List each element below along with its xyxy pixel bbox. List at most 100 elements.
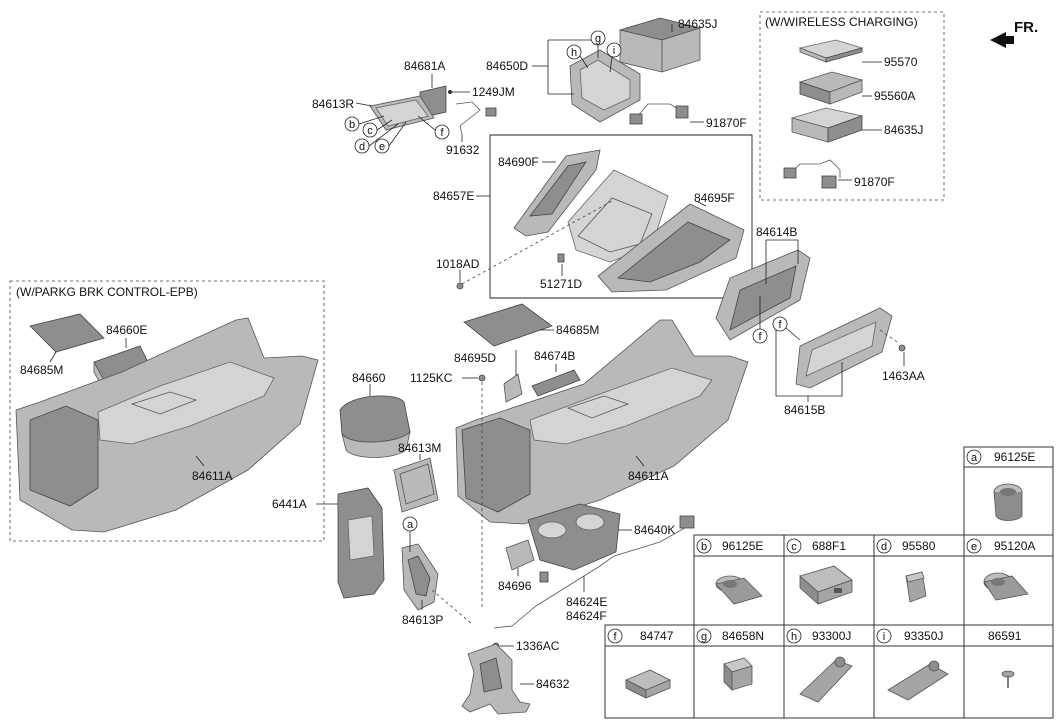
- svg-text:g: g: [595, 33, 601, 45]
- label-84657E: 84657E: [433, 189, 474, 203]
- callout-d: d: [354, 138, 370, 154]
- legend-cell-e: e 95120A: [966, 538, 1035, 554]
- console-mat-part: [463, 303, 553, 347]
- socket-95120A-icon: [983, 572, 1029, 601]
- label-84613P: 84613P: [402, 613, 443, 627]
- label-84613M: 84613M: [398, 441, 441, 455]
- label-91632: 91632: [446, 143, 480, 157]
- screw-1463AA-part: [898, 344, 906, 352]
- legend-part-e: 95120A: [994, 539, 1035, 553]
- callout-h: h: [566, 44, 582, 60]
- charger-harness-part: [791, 159, 841, 178]
- legend-cell-86591: 86591: [988, 629, 1022, 643]
- legend-cell-h: h 93300J: [786, 628, 851, 644]
- legend-cell-i: i 93350J: [876, 628, 943, 644]
- callout-c: c: [362, 122, 378, 138]
- legend-cell-b: b 96125E: [696, 538, 763, 554]
- wireless-charging-title: (W/WIRELESS CHARGING): [765, 15, 918, 29]
- socket-96125E-b-icon: [715, 575, 763, 605]
- label-51271D: 51271D: [540, 277, 582, 291]
- jack-95580-icon: [905, 571, 927, 603]
- svg-text:c: c: [791, 541, 797, 553]
- legend-part-b: 96125E: [722, 539, 763, 553]
- socket-96125E-a-icon: [993, 483, 1023, 521]
- svg-text:g: g: [701, 631, 707, 643]
- label-1018AD: 1018AD: [436, 257, 480, 271]
- trim-84696-part: [505, 539, 535, 571]
- harness-top-part: [635, 103, 681, 119]
- label-84695D: 84695D: [454, 351, 496, 365]
- fastener-86591-icon: [1001, 670, 1015, 688]
- label-84660: 84660: [352, 371, 386, 385]
- svg-text:h: h: [791, 631, 797, 643]
- svg-text:c: c: [367, 125, 373, 137]
- svg-text:i: i: [883, 631, 885, 643]
- callout-a: a: [402, 516, 418, 532]
- label-84690F: 84690F: [498, 155, 539, 169]
- callout-b: b: [344, 116, 360, 132]
- svg-text:b: b: [349, 119, 355, 131]
- label-91870F-top: 91870F: [706, 116, 747, 130]
- clip-84747-icon: [625, 669, 671, 699]
- label-84615B: 84615B: [784, 403, 825, 417]
- screw-1018AD-part: [456, 282, 464, 290]
- label-84685M-epb: 84685M: [20, 363, 63, 377]
- trim-84695D-part: [503, 373, 523, 403]
- legend-cell-c: c 688F1: [786, 538, 846, 554]
- callout-i: i: [606, 42, 622, 58]
- label-84660E: 84660E: [106, 323, 147, 337]
- label-84632: 84632: [536, 677, 570, 691]
- label-84613R: 84613R: [312, 97, 354, 111]
- screw-1125KC-part: [478, 374, 486, 382]
- label-1463AA: 1463AA: [882, 369, 925, 383]
- label-84681A: 84681A: [404, 59, 445, 73]
- callout-f-top: f: [434, 124, 450, 140]
- legend-cell-g: g 84658N: [696, 628, 764, 644]
- label-84650D: 84650D: [486, 59, 528, 73]
- epb-mat-part: [29, 313, 105, 353]
- callout-g: g: [590, 30, 606, 46]
- front-arrow-icon: [990, 32, 1014, 48]
- legend-part-c: 688F1: [812, 539, 846, 553]
- legend-part-d: 95580: [902, 539, 936, 553]
- legend-letter-a: a: [971, 452, 978, 464]
- legend-part-g: 84658N: [722, 629, 764, 643]
- legend-part-f: 84747: [640, 629, 674, 643]
- clip-84658N-icon: [723, 657, 753, 691]
- label-84640K: 84640K: [634, 523, 675, 537]
- callout-e: e: [374, 138, 390, 154]
- front-label: FR.: [1014, 19, 1038, 36]
- label-84635J-top: 84635J: [678, 17, 717, 31]
- legend-part-h: 93300J: [812, 629, 851, 643]
- wireless-charging-box: [759, 11, 945, 201]
- svg-text:e: e: [971, 541, 977, 553]
- label-6441A: 6441A: [272, 497, 307, 511]
- svg-text:e: e: [379, 141, 385, 153]
- label-84696: 84696: [498, 579, 532, 593]
- bracket-84613M-part: [393, 457, 439, 513]
- label-1125KC: 1125KC: [410, 371, 453, 385]
- label-84614B: 84614B: [756, 225, 797, 239]
- legend-part-i: 93350J: [904, 629, 943, 643]
- svg-text:d: d: [359, 141, 365, 153]
- legend-cell-d: d 95580: [876, 538, 936, 554]
- usb-688F1-icon: [799, 565, 853, 605]
- label-84695F: 84695F: [694, 191, 735, 205]
- armrest-part: [339, 395, 411, 443]
- epb-box-title: (W/PARKG BRK CONTROL-EPB): [16, 285, 198, 299]
- callout-f-side2: f: [772, 316, 788, 332]
- label-84674B: 84674B: [534, 349, 575, 363]
- label-84635J-wc: 84635J: [884, 123, 923, 137]
- clip-51271D-part: [557, 253, 565, 263]
- trim-84674B-part: [531, 369, 581, 397]
- svg-text:d: d: [881, 541, 887, 553]
- harness-91632-part: [455, 101, 481, 135]
- svg-text:f: f: [758, 331, 762, 343]
- svg-text:a: a: [407, 519, 414, 531]
- label-95570: 95570: [884, 55, 918, 69]
- indicator-93350J-icon: [887, 660, 949, 701]
- callout-f-side: f: [752, 328, 768, 344]
- svg-text:f: f: [613, 631, 617, 643]
- label-84611A-epb: 84611A: [192, 469, 232, 483]
